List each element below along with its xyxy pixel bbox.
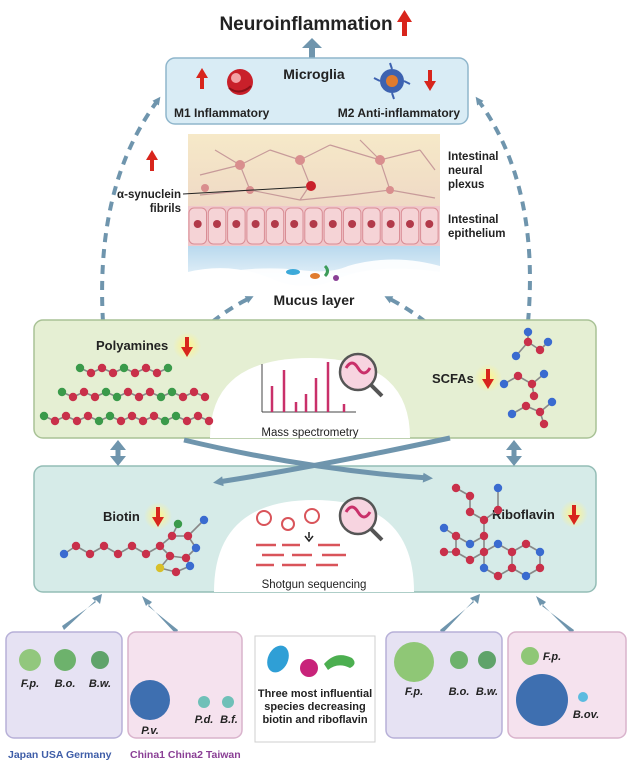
species-label: F.p.: [543, 651, 561, 663]
shotgun-label: Shotgun sequencing: [262, 579, 367, 591]
cohort-arrows: [62, 594, 574, 634]
species-circle: [222, 696, 234, 708]
species-circle: [54, 649, 76, 671]
synuclein-label: α-synuclein: [117, 189, 181, 201]
mucus-layer-shape: [188, 246, 440, 287]
plexus-label: neural: [448, 165, 483, 177]
scfas-to-microglia-arrow: [475, 96, 532, 323]
solid-arrows: [110, 435, 522, 487]
polyamines-label: Polyamines: [96, 338, 168, 353]
biotin-down-arrow-icon: [152, 507, 164, 527]
m2-microglia-icon: [373, 62, 411, 100]
species-label: P.d.: [195, 714, 214, 726]
mass-spectrum-icon: [261, 362, 356, 413]
epithelium-label: epithelium: [448, 228, 506, 240]
species-label: B.o.: [55, 678, 76, 690]
gut-tissue: [150, 134, 500, 292]
legend-text: biotin and riboflavin: [262, 714, 367, 726]
magnifier-icon: [338, 496, 384, 542]
species-label: B.ov.: [573, 709, 599, 721]
countries-group-1: Japan USA Germany: [8, 749, 112, 761]
riboflavin-molecule: [439, 483, 545, 581]
m2-label: M2 Anti-inflammatory: [338, 106, 461, 120]
species-label: B.w.: [476, 686, 498, 698]
magnifier-icon: [338, 352, 384, 398]
scfas-to-biotin-arrow: [213, 435, 451, 487]
riboflavin-label: Riboflavin: [492, 507, 555, 522]
species-circle: [516, 674, 568, 726]
synuclein-label: fibrils: [150, 203, 181, 215]
mass-spec-label: Mass spectrometry: [261, 427, 358, 439]
species-circle: [91, 651, 109, 669]
synuclein-fibril-icon: [306, 181, 316, 191]
species-circle: [521, 647, 539, 665]
m1-microglia-icon: [227, 69, 253, 95]
riboflavin-down-arrow-icon: [568, 505, 580, 525]
polyamine-chain: [57, 387, 210, 402]
species-circle: [578, 692, 588, 702]
neural-plexus-layer: [188, 134, 440, 206]
species-label: F.p.: [21, 678, 39, 690]
legend-text: Three most influential: [258, 688, 372, 700]
scfas-label: SCFAs: [432, 371, 474, 386]
species-circle: [19, 649, 41, 671]
scfa-molecule: [507, 397, 557, 429]
biotin-molecule: [59, 515, 209, 577]
scfas-down-arrow-icon: [482, 369, 494, 389]
microglia-to-title-arrow: [302, 38, 322, 58]
scfa-molecules: [499, 327, 557, 429]
title-up-arrow-icon: [397, 10, 412, 36]
plexus-label: plexus: [448, 179, 484, 191]
bacterium-icon: [333, 275, 339, 281]
m1-label: M1 Inflammatory: [174, 106, 270, 120]
bacterium-icon: [286, 269, 300, 275]
scfa-molecule: [499, 369, 549, 401]
species-label: B.w.: [89, 678, 111, 690]
species-circle: [198, 696, 210, 708]
bacterium-icon: [310, 273, 320, 279]
species-label: F.p.: [405, 686, 423, 698]
epithelial-cells: [188, 207, 439, 245]
synuclein-up-arrow-icon: [146, 150, 158, 171]
mucus-label: Mucus layer: [274, 292, 355, 308]
bacteria-group-icon: [267, 645, 355, 677]
bacterium-icon: [323, 264, 329, 278]
polyamines-down-arrow-icon: [181, 337, 193, 357]
species-circle: [450, 651, 468, 669]
species-circle: [394, 642, 434, 682]
species-label: B.f.: [220, 714, 238, 726]
m1-up-arrow-icon: [196, 68, 208, 89]
title: Neuroinflammation: [219, 14, 392, 35]
shotgun-sequencing-icon: [256, 508, 346, 567]
plexus-label: Intestinal: [448, 151, 498, 163]
epithelium-label: Intestinal: [448, 214, 498, 226]
polyamine-chain: [75, 363, 173, 378]
m2-down-arrow-icon: [424, 70, 436, 91]
neuron-bodies: [201, 155, 394, 194]
species-label: B.o.: [449, 686, 470, 698]
species-circle: [130, 680, 170, 720]
polyamines-to-microglia-arrow: [100, 96, 161, 323]
legend-text: species decreasing: [264, 701, 366, 713]
polyamine-chain: [39, 411, 214, 426]
biotin-label: Biotin: [103, 509, 140, 524]
species-label: P.v.: [141, 725, 159, 737]
countries-group-2: China1 China2 Taiwan: [130, 749, 241, 761]
polyamine-molecules: [39, 363, 214, 426]
synuclein-pointer: [182, 186, 307, 195]
scfa-molecule: [511, 327, 553, 361]
species-circle: [478, 651, 496, 669]
microglia-title: Microglia: [283, 66, 345, 82]
